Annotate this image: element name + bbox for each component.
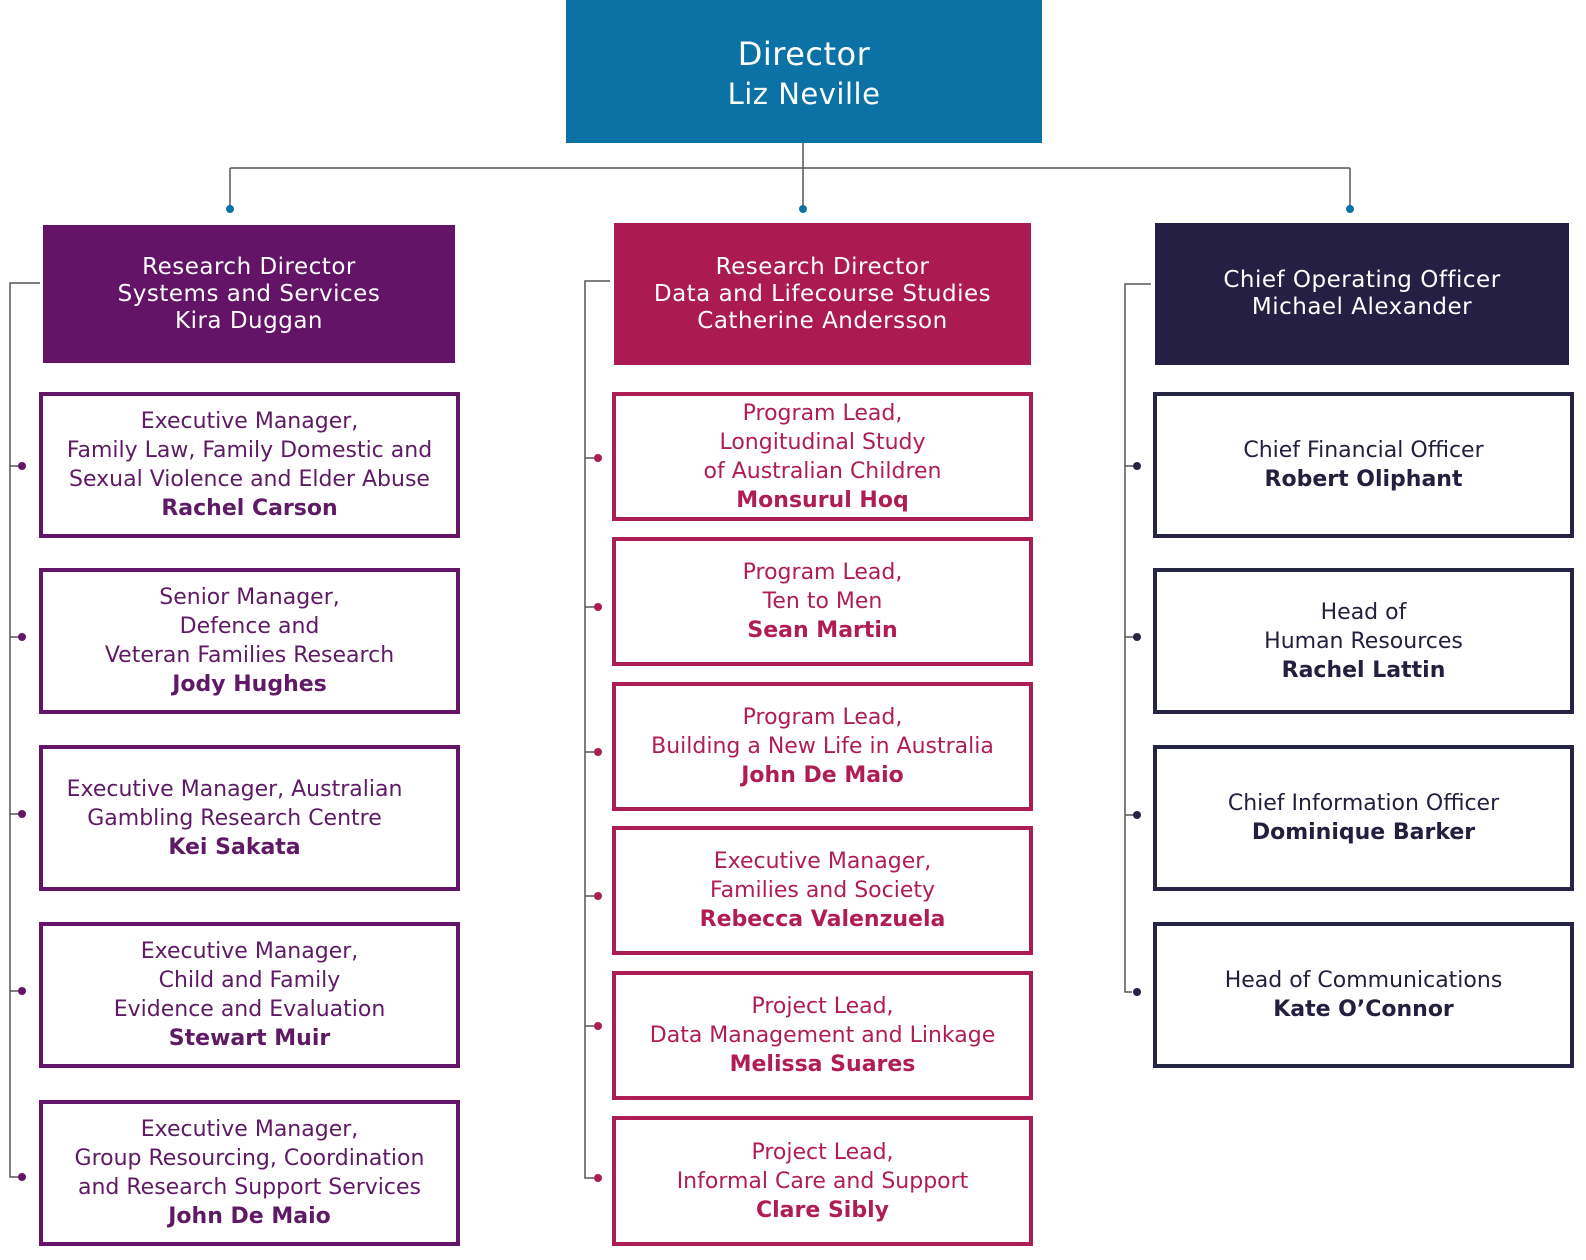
role-box: Executive Manager, Child and Family Evid… [39,922,460,1068]
role-box: Head of Human Resources Rachel Lattin [1153,568,1574,714]
person-name: Rachel Lattin [1281,657,1446,683]
header-line: Research Director [715,253,930,280]
role-box: Project Lead, Informal Care and Support … [612,1116,1033,1246]
role-line: Data Management and Linkage [649,1023,996,1048]
role-box: Project Lead, Data Management and Linkag… [612,971,1033,1100]
role-line: Head of [1320,599,1407,625]
role-line: Chief Information Officer [1227,791,1500,816]
director-name: Liz Neville [727,76,881,111]
role-line: Longitudinal Study [719,429,926,455]
person-name: Rachel Carson [161,496,338,521]
header-data-and-lifecourse-studies: Research Director Data and Lifecourse St… [614,223,1031,365]
role-line: Head of Communications [1224,968,1503,993]
role-line: Building a New Life in Australia [651,734,994,759]
role-box: Executive Manager, Australian Gambling R… [39,745,460,891]
person-name: John De Maio [168,1204,331,1229]
role-line: and Research Support Services [77,1175,422,1200]
header-line: Research Director [142,253,356,280]
role-line: Human Resources [1264,628,1463,654]
role-line: Group Resourcing, Coordination [74,1146,425,1171]
role-box: Program Lead, Ten to Men Sean Martin [612,537,1033,666]
role-line: of Australian Children [703,458,942,484]
role-line: Sexual Violence and Elder Abuse [69,467,430,492]
role-box: Senior Manager, Defence and Veteran Fami… [39,568,460,714]
role-line: Project Lead, [751,1139,894,1165]
person-name: Clare Sibly [756,1197,889,1223]
role-box: Program Lead, Longitudinal Study of Aust… [612,392,1033,521]
role-box: Head of Communications Kate O’Connor [1153,922,1574,1068]
role-line: Evidence and Evaluation [113,997,386,1022]
header-line: Kira Duggan [175,307,323,334]
person-name: Rebecca Valenzuela [699,907,946,932]
header-line: Data and Lifecourse Studies [653,280,992,307]
role-line: Program Lead, [742,400,903,426]
role-line: Senior Manager, [159,585,340,610]
role-line: Executive Manager, Australian [66,776,403,802]
role-line: Executive Manager, [140,939,359,964]
person-name: John De Maio [741,763,904,788]
role-box: Executive Manager, Families and Society … [612,826,1033,955]
person-name: Robert Oliphant [1264,467,1463,492]
header-line: Systems and Services [117,280,381,307]
role-line: Executive Manager, [140,1117,359,1142]
person-name: Stewart Muir [168,1026,331,1051]
person-name: Dominique Barker [1251,820,1476,845]
role-box: Program Lead, Building a New Life in Aus… [612,682,1033,811]
role-box: Executive Manager, Family Law, Family Do… [39,392,460,538]
role-box: Chief Financial Officer Robert Oliphant [1153,392,1574,538]
role-line: Chief Financial Officer [1243,438,1484,463]
person-name: Sean Martin [747,618,898,643]
person-name: Jody Hughes [172,672,327,697]
person-name: Melissa Suares [729,1052,916,1077]
role-line: Gambling Research Centre [87,805,382,831]
role-line: Program Lead, [742,560,903,585]
role-line: Executive Manager, [713,849,932,874]
role-line: Child and Family [158,968,341,993]
role-line: Executive Manager, [140,409,359,434]
role-box: Executive Manager, Group Resourcing, Coo… [39,1100,460,1246]
role-line: Family Law, Family Domestic and [66,438,433,463]
role-line: Veteran Families Research [104,643,395,668]
header-chief-operating-officer: Chief Operating Officer Michael Alexande… [1155,223,1569,365]
person-name: Kate O’Connor [1273,997,1454,1022]
role-line: Program Lead, [742,705,903,730]
director-role: Director [737,34,871,73]
director-box: Director Liz Neville [566,0,1042,143]
role-line: Informal Care and Support [676,1168,969,1194]
role-line: Project Lead, [751,994,894,1019]
role-box: Chief Information Officer Dominique Bark… [1153,745,1574,891]
role-line: Defence and [179,614,320,639]
header-line: Catherine Andersson [697,307,948,334]
person-name: Kei Sakata [168,834,301,860]
header-line: Chief Operating Officer [1223,267,1501,293]
header-line: Michael Alexander [1251,294,1473,320]
role-line: Families and Society [709,878,936,903]
header-systems-and-services: Research Director Systems and Services K… [43,225,455,363]
person-name: Monsurul Hoq [736,487,909,513]
role-line: Ten to Men [762,589,883,614]
